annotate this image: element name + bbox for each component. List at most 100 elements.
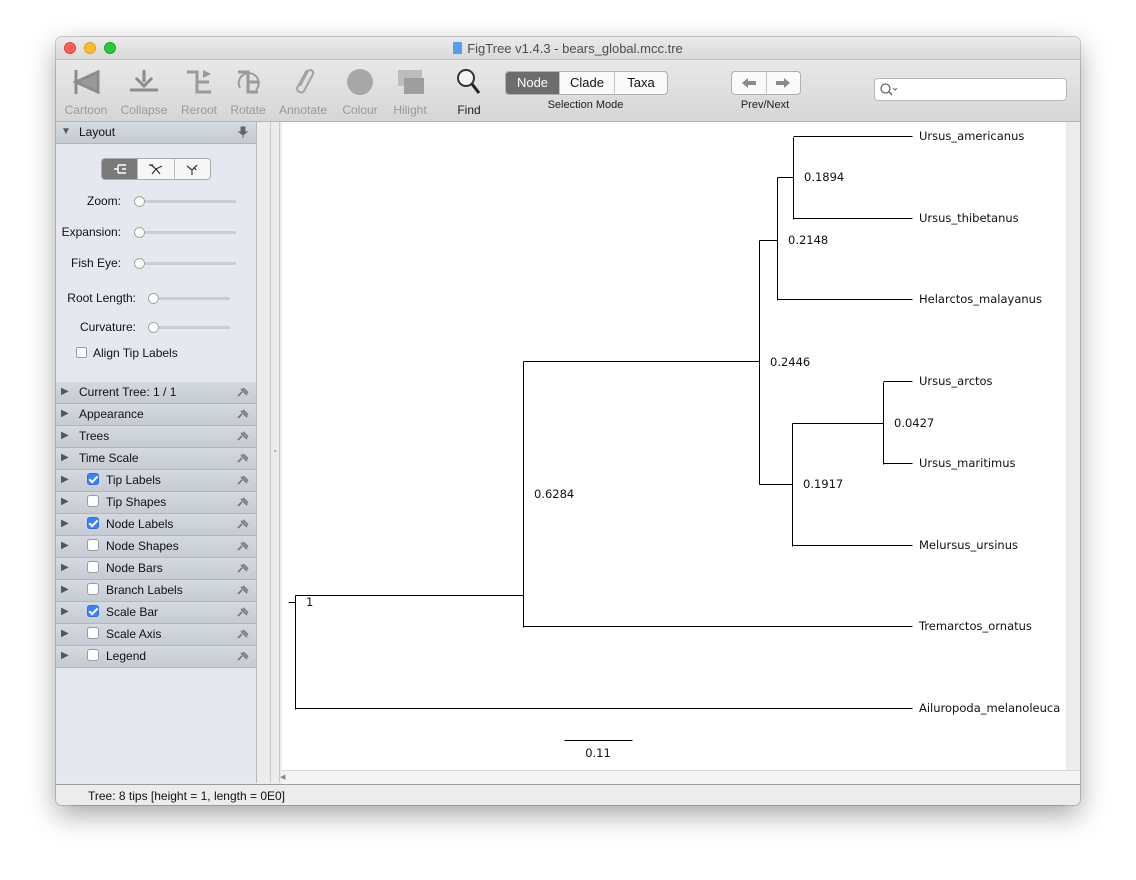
pin-icon[interactable] (236, 584, 250, 596)
panel-header-legend[interactable]: ▶Legend (56, 646, 256, 668)
panel-header-node-bars[interactable]: ▶Node Bars (56, 558, 256, 580)
panel-header-branch-labels[interactable]: ▶Branch Labels (56, 580, 256, 602)
node-label[interactable]: 0.1917 (803, 477, 843, 491)
pin-icon[interactable] (236, 496, 250, 508)
node-label[interactable]: 1 (306, 595, 313, 609)
mode-clade-button[interactable]: Clade (559, 72, 614, 94)
pin-icon[interactable] (236, 452, 250, 464)
panel-header-scale-bar[interactable]: ▶Scale Bar (56, 602, 256, 624)
tree-figure[interactable]: Ursus_americanusUrsus_thibetanusHelarcto… (282, 122, 1066, 770)
annotate-button[interactable]: Annotate (273, 64, 333, 117)
scale-axis-checkbox[interactable] (87, 627, 99, 639)
pin-icon[interactable] (236, 628, 250, 640)
prev-next-label: Prev/Next (740, 99, 790, 111)
root-length-slider-knob[interactable] (148, 293, 159, 304)
pin-icon[interactable] (236, 408, 250, 420)
collapse-button[interactable]: Collapse (114, 64, 174, 117)
panel-header-trees[interactable]: ▶Trees (56, 426, 256, 448)
panel-header-node-shapes[interactable]: ▶Node Shapes (56, 536, 256, 558)
tip-label[interactable]: Helarctos_malayanus (919, 292, 1042, 306)
expansion-slider[interactable] (134, 227, 236, 238)
tree-layout-selector (101, 158, 211, 180)
panel-header-current-tree-1-1[interactable]: ▶Current Tree: 1 / 1 (56, 382, 256, 404)
tip-label[interactable]: Ursus_americanus (919, 129, 1024, 143)
collapsed-triangle-icon: ▶ (61, 540, 69, 551)
rotate-button[interactable]: Rotate (218, 64, 278, 117)
tip-label[interactable]: Ursus_thibetanus (919, 211, 1019, 225)
pin-icon[interactable] (236, 606, 250, 618)
node-labels-checkbox[interactable] (87, 517, 99, 529)
node-label[interactable]: 0.0427 (894, 416, 934, 430)
panel-header-tip-labels[interactable]: ▶Tip Labels (56, 470, 256, 492)
collapsed-triangle-icon: ▶ (61, 628, 69, 639)
pin-icon[interactable] (236, 540, 250, 552)
tip-label[interactable]: Ursus_arctos (919, 374, 993, 388)
align-tip-labels-checkbox[interactable] (76, 347, 87, 358)
search-input[interactable] (899, 80, 1063, 99)
pin-icon[interactable] (236, 562, 250, 574)
pin-icon[interactable] (236, 430, 250, 442)
collapsed-triangle-icon: ▶ (61, 496, 69, 507)
tip-label[interactable]: Melursus_ursinus (919, 538, 1018, 552)
node-bars-checkbox[interactable] (87, 561, 99, 573)
close-window-button[interactable] (64, 42, 76, 54)
node-bars-panel-title: Node Bars (106, 561, 163, 575)
panel-header-scale-axis[interactable]: ▶Scale Axis (56, 624, 256, 646)
node-shapes-checkbox[interactable] (87, 539, 99, 551)
rectangular-layout-button[interactable] (102, 159, 138, 179)
scale-bar-checkbox[interactable] (87, 605, 99, 617)
minimize-window-button[interactable] (84, 42, 96, 54)
pin-icon[interactable] (236, 474, 250, 486)
find-button[interactable]: Find (439, 64, 499, 117)
radial-layout-button[interactable] (173, 159, 210, 179)
expansion-slider-knob[interactable] (134, 227, 145, 238)
tip-label[interactable]: Tremarctos_ornatus (918, 619, 1032, 633)
node-label[interactable]: 0.2148 (788, 233, 828, 247)
pin-icon[interactable] (236, 386, 250, 398)
split-pane-divider[interactable] (270, 122, 280, 783)
expanded-triangle-icon: ▼ (61, 126, 71, 137)
fish-eye-slider[interactable] (134, 258, 236, 269)
cartoon-button[interactable]: Cartoon (56, 64, 116, 117)
search-field[interactable] (874, 78, 1067, 101)
next-button[interactable] (765, 72, 801, 94)
root-length-slider[interactable] (148, 293, 230, 304)
fish-eye-slider-knob[interactable] (134, 258, 145, 269)
zoom-slider-knob[interactable] (134, 196, 145, 207)
tip-label[interactable]: Ursus_maritimus (919, 456, 1016, 470)
pin-icon[interactable] (236, 650, 250, 662)
arrow-right-icon (776, 78, 791, 88)
node-label[interactable]: 0.2446 (770, 355, 810, 369)
node-label[interactable]: 0.6284 (534, 487, 574, 501)
rectangular-tree-icon (113, 164, 126, 174)
polar-layout-button[interactable] (137, 159, 173, 179)
legend-checkbox[interactable] (87, 649, 99, 661)
mode-taxa-button[interactable]: Taxa (614, 72, 667, 94)
zoom-slider[interactable] (134, 196, 236, 207)
panel-header-appearance[interactable]: ▶Appearance (56, 404, 256, 426)
branch-labels-checkbox[interactable] (87, 583, 99, 595)
rotate-icon (218, 64, 278, 100)
node-label[interactable]: 0.1894 (804, 170, 844, 184)
app-window: FigTree v1.4.3 - bears_global.mcc.tre Ca… (56, 37, 1080, 805)
rotate-label: Rotate (230, 103, 266, 117)
panel-header-time-scale[interactable]: ▶Time Scale (56, 448, 256, 470)
collapsed-triangle-icon: ▶ (61, 650, 69, 661)
tip-labels-checkbox[interactable] (87, 473, 99, 485)
reroot-button[interactable]: Reroot (169, 64, 229, 117)
zoom-window-button[interactable] (104, 42, 116, 54)
hilight-button[interactable]: Hilight (380, 64, 440, 117)
panel-header-node-labels[interactable]: ▶Node Labels (56, 514, 256, 536)
horizontal-scrollbar[interactable]: ◀ (280, 770, 1080, 784)
pin-icon[interactable] (236, 518, 250, 530)
colour-button[interactable]: Colour (330, 64, 390, 117)
layout-panel-header[interactable]: ▼ Layout (56, 122, 256, 144)
curvature-slider[interactable] (148, 322, 230, 333)
tip-label[interactable]: Ailuropoda_melanoleuca (919, 701, 1060, 715)
prev-button[interactable] (732, 72, 766, 94)
curvature-slider-knob[interactable] (148, 322, 159, 333)
panel-header-tip-shapes[interactable]: ▶Tip Shapes (56, 492, 256, 514)
tip-shapes-checkbox[interactable] (87, 495, 99, 507)
mode-node-button[interactable]: Node (506, 72, 559, 94)
